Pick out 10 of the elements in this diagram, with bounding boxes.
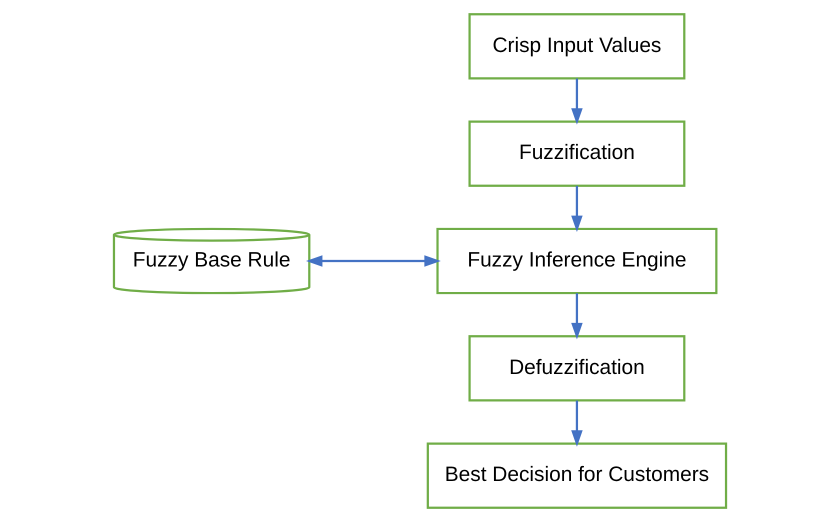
node-box: Fuzzification	[468, 120, 686, 187]
arrow	[571, 400, 583, 447]
node-box: Defuzzification	[468, 335, 686, 402]
node-box: Best Decision for Customers	[426, 442, 728, 509]
arrow	[571, 78, 583, 125]
arrow	[306, 255, 441, 267]
arrow	[571, 293, 583, 340]
node-box: Fuzzy Inference Engine	[436, 228, 718, 294]
arrow	[571, 186, 583, 232]
node-box: Crisp Input Values	[468, 13, 686, 80]
